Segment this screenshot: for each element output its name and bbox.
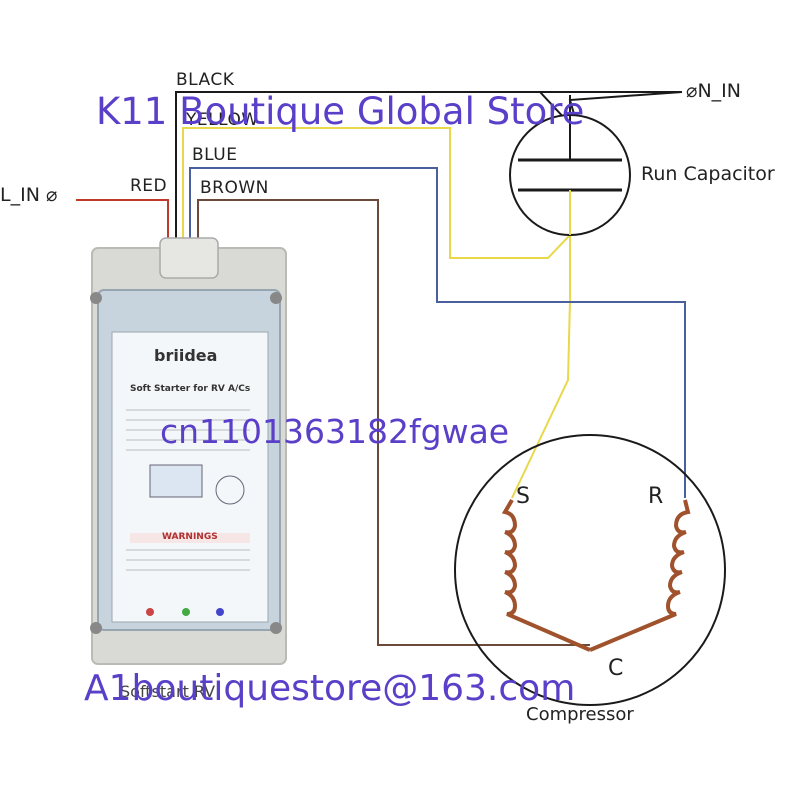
yellow-wire [182, 127, 571, 499]
run-capacitor-label: Run Capacitor [641, 163, 775, 185]
device-case-label: Softstart RV [120, 682, 216, 701]
device-product-title: Soft Starter for RV A/Cs [130, 384, 251, 394]
neutral-in-terminal: ⌀N_IN [686, 80, 741, 102]
black-wire [175, 91, 683, 238]
id-watermark: cn1101363182fgwae [160, 412, 510, 451]
yellow-wire-label: YELLOW [186, 110, 259, 130]
compressor-symbol [454, 434, 726, 706]
red-wire-label: RED [130, 176, 168, 196]
brown-wire [197, 199, 590, 646]
device-warnings-title: WARNINGS [162, 532, 218, 542]
run-pin-label: R [648, 484, 664, 509]
start-winding-coil [501, 498, 591, 652]
black-wire-label: BLACK [176, 70, 235, 90]
line-in-terminal: L_IN ⌀ [0, 184, 58, 206]
blue-wire [189, 167, 686, 498]
device-brand: briidea [154, 346, 218, 365]
store-watermark: K11 Boutique Global Store [96, 90, 585, 133]
brown-wire-label: BROWN [200, 178, 269, 198]
red-wire [76, 199, 169, 238]
email-watermark: A1boutiquestore@163.com [84, 668, 576, 709]
soft-starter-device [90, 237, 287, 665]
run-winding-coil [589, 499, 691, 652]
compressor-label: Compressor [526, 704, 634, 725]
blue-wire-label: BLUE [192, 145, 238, 165]
start-pin-label: S [516, 484, 530, 509]
common-pin-label: C [608, 656, 624, 681]
